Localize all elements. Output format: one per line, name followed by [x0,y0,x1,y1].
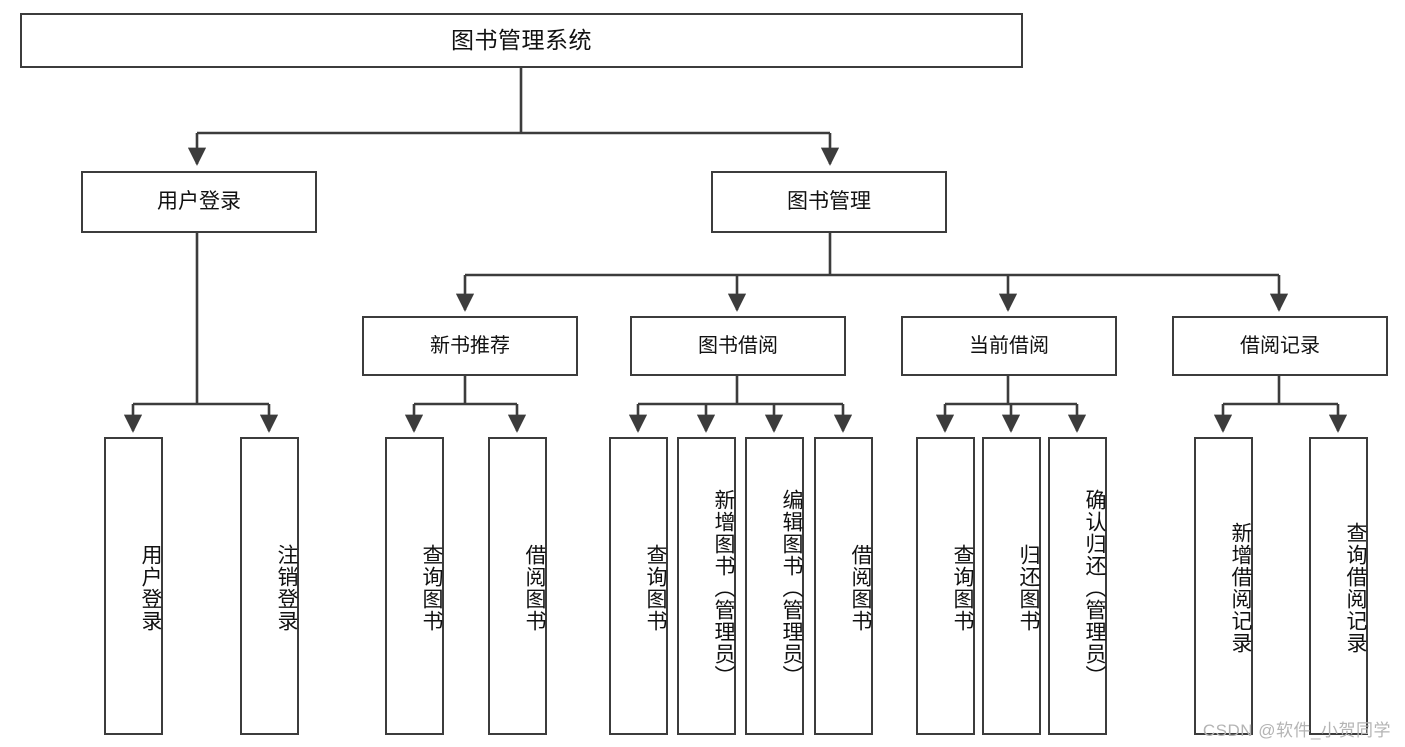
leaf-label: 新增图书（管理员） [712,489,735,687]
node-new-book-recommend[interactable]: 新书推荐 [362,316,578,376]
leaf-label: 编辑图书（管理员） [780,489,803,687]
leaf-add-book-admin[interactable]: 新增图书（管理员） [677,437,736,735]
leaf-label: 查询图书 [420,544,443,632]
csdn-watermark: CSDN @软件_小贺同学 [1202,721,1391,740]
leaf-logout[interactable]: 注销登录 [240,437,299,735]
leaf-add-borrow-record[interactable]: 新增借阅记录 [1194,437,1253,735]
leaf-label: 查询图书 [644,544,667,632]
leaf-query-book-1[interactable]: 查询图书 [385,437,444,735]
leaf-label: 查询图书 [951,544,974,632]
node-borrow-record[interactable]: 借阅记录 [1172,316,1388,376]
leaf-label: 用户登录 [139,544,162,632]
leaf-confirm-return-admin[interactable]: 确认归还（管理员） [1048,437,1107,735]
node-book-borrow[interactable]: 图书借阅 [630,316,846,376]
leaf-edit-book-admin[interactable]: 编辑图书（管理员） [745,437,804,735]
node-user-login[interactable]: 用户登录 [81,171,317,233]
node-root[interactable]: 图书管理系统 [20,13,1023,68]
leaf-label: 注销登录 [275,544,298,632]
leaf-label: 借阅图书 [849,544,872,632]
leaf-query-book-2[interactable]: 查询图书 [609,437,668,735]
leaf-query-book-3[interactable]: 查询图书 [916,437,975,735]
leaf-return-book[interactable]: 归还图书 [982,437,1041,735]
leaf-label: 确认归还（管理员） [1083,489,1106,687]
leaf-label: 查询借阅记录 [1344,522,1367,654]
node-book-management[interactable]: 图书管理 [711,171,947,233]
leaf-borrow-book-2[interactable]: 借阅图书 [814,437,873,735]
leaf-borrow-book-1[interactable]: 借阅图书 [488,437,547,735]
leaf-query-borrow-record[interactable]: 查询借阅记录 [1309,437,1368,735]
node-current-borrow[interactable]: 当前借阅 [901,316,1117,376]
leaf-user-login[interactable]: 用户登录 [104,437,163,735]
leaf-label: 归还图书 [1017,544,1040,632]
leaf-label: 新增借阅记录 [1229,522,1252,654]
leaf-label: 借阅图书 [523,544,546,632]
